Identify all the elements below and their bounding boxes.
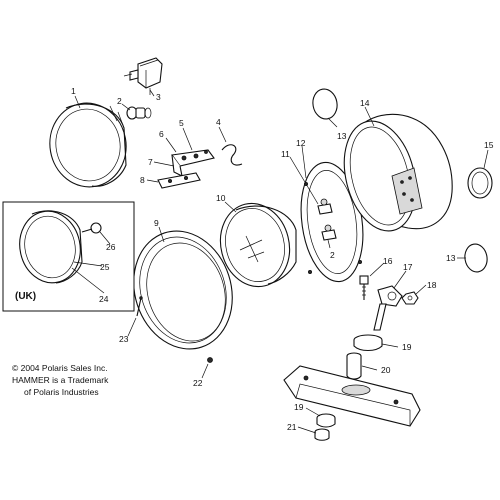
callout-6: 6 bbox=[159, 129, 164, 139]
callout-5: 5 bbox=[179, 118, 184, 128]
callout-21: 21 bbox=[287, 422, 297, 432]
mounting-plate bbox=[300, 161, 364, 283]
callout-14: 14 bbox=[360, 98, 370, 108]
callout-7: 7 bbox=[148, 157, 153, 167]
round-plug-upper bbox=[312, 88, 338, 120]
callout-15: 15 bbox=[484, 140, 494, 150]
callout-13-upper: 13 bbox=[337, 131, 347, 141]
nut bbox=[401, 291, 419, 305]
callout-8: 8 bbox=[140, 175, 145, 185]
callout-20: 20 bbox=[381, 365, 391, 375]
callout-19-upper: 19 bbox=[402, 342, 412, 352]
callout-22: 22 bbox=[193, 378, 203, 388]
callout-4: 4 bbox=[216, 117, 221, 127]
trademark-line-2: of Polaris Industries bbox=[24, 387, 99, 397]
spacer bbox=[346, 352, 362, 380]
grommet-ring bbox=[467, 167, 493, 199]
trademark-line-1: HAMMER is a Trademark bbox=[12, 375, 109, 385]
callout-26: 26 bbox=[106, 242, 116, 252]
callout-17: 17 bbox=[403, 262, 413, 272]
bushing-upper bbox=[353, 334, 383, 352]
mount-base bbox=[283, 365, 421, 427]
callout-18: 18 bbox=[427, 280, 437, 290]
round-plug-lower bbox=[464, 243, 488, 273]
adjuster-bracket bbox=[157, 149, 215, 189]
bulb-socket bbox=[123, 57, 163, 95]
callout-11: 11 bbox=[281, 149, 290, 159]
copyright-line: © 2004 Polaris Sales Inc. bbox=[12, 363, 108, 373]
callout-25: 25 bbox=[100, 262, 110, 272]
screw bbox=[207, 357, 213, 363]
leader-lines bbox=[71, 89, 489, 434]
headlight-housing bbox=[343, 113, 453, 232]
callout-12: 12 bbox=[296, 138, 306, 148]
callout-23: 23 bbox=[119, 334, 129, 344]
bushing-lower bbox=[316, 413, 336, 428]
callout-19-lower: 19 bbox=[294, 402, 304, 412]
trim-ring bbox=[133, 230, 233, 350]
callout-13-lower: 13 bbox=[446, 253, 456, 263]
uk-inset: (UK) bbox=[2, 201, 135, 312]
callout-2-upper: 2 bbox=[117, 96, 122, 106]
callout-1: 1 bbox=[71, 86, 76, 96]
pivot-arm bbox=[373, 285, 403, 331]
callout-10: 10 bbox=[216, 193, 226, 203]
copyright-note: © 2004 Polaris Sales Inc. HAMMER is a Tr… bbox=[12, 363, 109, 397]
mounting-bolt bbox=[359, 275, 369, 300]
callout-16: 16 bbox=[383, 256, 393, 266]
spring-clip bbox=[221, 144, 243, 166]
headlamp-lens bbox=[219, 202, 297, 288]
small-bushing bbox=[314, 428, 330, 441]
uk-label: (UK) bbox=[15, 291, 36, 302]
callout-9: 9 bbox=[154, 218, 159, 228]
callout-numbers: 1 2 3 4 5 6 7 8 9 10 11 12 13 14 15 2 13… bbox=[71, 86, 494, 432]
callout-2-lower: 2 bbox=[330, 250, 335, 260]
pin bbox=[136, 296, 143, 317]
callout-24: 24 bbox=[99, 294, 109, 304]
headlamp-unit bbox=[49, 102, 127, 188]
bulb-upper bbox=[126, 106, 152, 120]
callout-3: 3 bbox=[156, 92, 161, 102]
